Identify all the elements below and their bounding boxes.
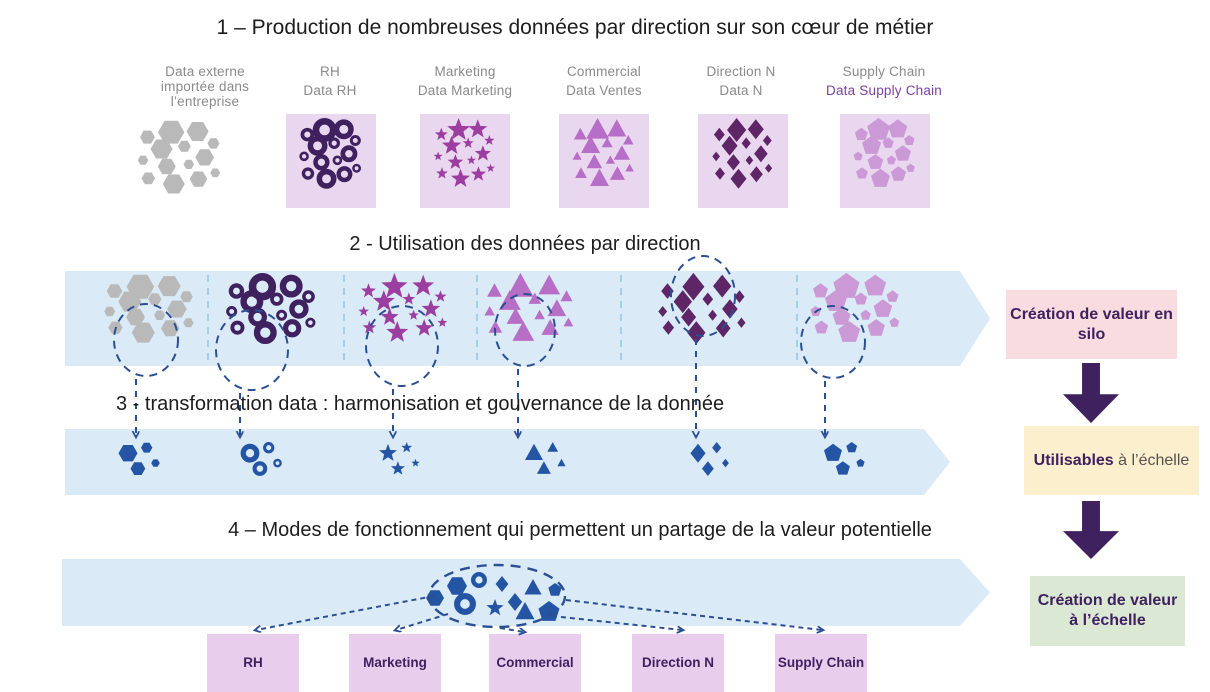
department-target-box: Supply Chain xyxy=(775,634,867,692)
department-name: Marketing xyxy=(434,64,496,79)
star-cluster-icon xyxy=(433,118,495,187)
department-name: Direction N xyxy=(706,64,776,79)
department-name: importée dans xyxy=(160,79,250,94)
department-data-label: Data Ventes xyxy=(566,83,642,98)
department-data-label: Data Supply Chain xyxy=(826,83,942,98)
step4-title: 4 – Modes de fonctionnement qui permette… xyxy=(228,519,932,541)
department-target-box: Marketing xyxy=(349,634,441,692)
triangle-cluster-icon xyxy=(572,118,634,186)
department-target-box: Commercial xyxy=(489,634,581,692)
value-in-silo-label: Création de valeur en silo xyxy=(1010,305,1173,343)
step3-shape-clusters xyxy=(65,429,950,495)
department-target-label: Direction N xyxy=(641,655,714,670)
value-in-silo-box: Création de valeur en silo xyxy=(1006,290,1177,359)
hexagon-cluster-icon xyxy=(137,120,221,194)
step2-title: 2 - Utilisation des données par directio… xyxy=(349,233,701,255)
usable-at-scale-label: Utilisables à l’échelle xyxy=(1033,451,1190,469)
share-arrow xyxy=(499,627,524,632)
department-data-label: Data RH xyxy=(303,83,357,98)
department-name: RH xyxy=(320,64,340,79)
pentagon-cluster-icon xyxy=(853,118,915,187)
ring-cluster-icon xyxy=(299,118,362,189)
step4-sharing-band xyxy=(62,559,990,626)
step1-title: 1 – Production de nombreuses données par… xyxy=(216,16,934,39)
step2-shape-clusters xyxy=(65,271,990,366)
department-data-label: Data Marketing xyxy=(417,83,513,98)
department-icon-box xyxy=(420,114,510,208)
department-name: Commercial xyxy=(566,64,641,79)
department-icon-box xyxy=(698,114,788,208)
value-at-scale-box: Création de valeur à l’échelle xyxy=(1030,576,1185,646)
department-target-box: Direction N xyxy=(632,634,724,692)
diamond-cluster-icon xyxy=(712,118,773,189)
department-target-box: RH xyxy=(207,634,299,692)
external-data-cluster xyxy=(122,116,238,214)
shared-data-pool-icon xyxy=(62,559,990,626)
department-name: Data externe xyxy=(165,64,245,79)
department-target-label: Supply Chain xyxy=(777,655,865,670)
step3-title: 3 - transformation data : harmonisation … xyxy=(116,393,725,415)
department-target-label: Marketing xyxy=(363,655,427,670)
department-name: l’entreprise xyxy=(170,94,240,109)
department-header: Direction N Data N xyxy=(666,64,816,98)
department-icon-box xyxy=(286,114,376,208)
usable-at-scale-box: Utilisables à l’échelle xyxy=(1024,426,1199,495)
value-at-scale-label: Création de valeur à l’échelle xyxy=(1037,592,1178,629)
department-name: Supply Chain xyxy=(842,64,926,79)
down-arrow-icon xyxy=(1063,363,1119,423)
step3-transformed-band xyxy=(65,429,950,495)
department-icon-box xyxy=(559,114,649,208)
department-target-label: RH xyxy=(243,655,263,670)
department-target-label: Commercial xyxy=(496,655,574,670)
step2-usage-band xyxy=(65,271,990,366)
department-icon-box xyxy=(840,114,930,208)
department-header: RH Data RH xyxy=(255,64,405,98)
department-data-label: Data N xyxy=(719,83,763,98)
